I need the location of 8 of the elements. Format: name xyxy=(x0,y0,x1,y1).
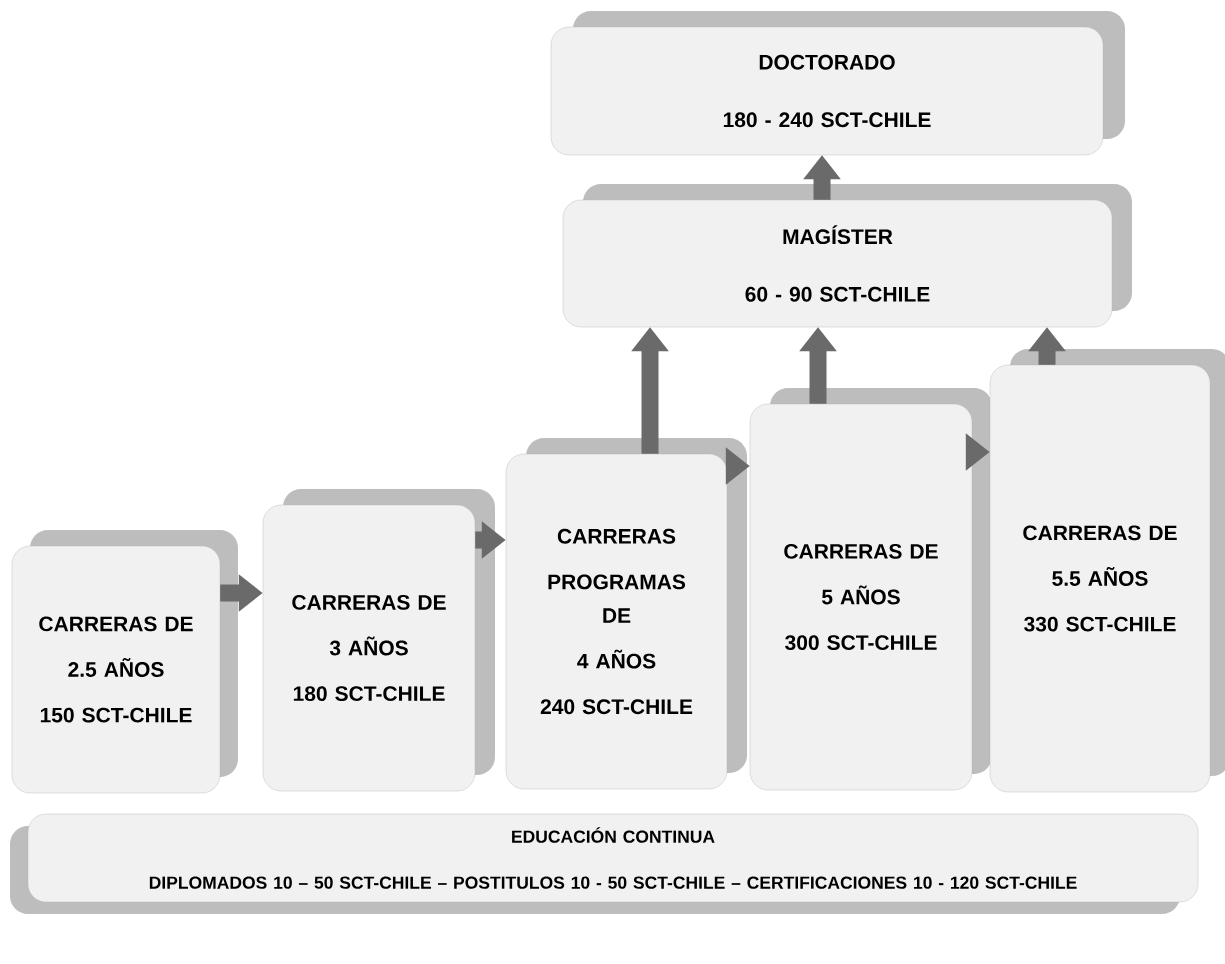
level-box: CARRERAS DE 2.5 AÑOS 150 SCT-CHILE xyxy=(11,545,221,794)
level-box: CARRERAS DE 5 AÑOS 300 SCT-CHILE xyxy=(749,403,973,791)
level-box: EDUCACIÓN CONTINUA DIPLOMADOS 10 – 50 SCT-CHILE – POSTITULOS 10 - 50 SCT-CHILE – CERTIFICACIONES 10 - 120 SCT-CHILE xyxy=(27,813,1199,903)
level-box: DOCTORADO 180 - 240 SCT-CHILE xyxy=(550,26,1104,156)
level-box: MAGÍSTER 60 - 90 SCT-CHILE xyxy=(562,199,1113,328)
level-box: CARRERAS DE 3 AÑOS 180 SCT-CHILE xyxy=(262,504,476,792)
level-box: CARRERAS DE 5.5 AÑOS 330 SCT-CHILE xyxy=(989,364,1211,793)
level-box: CARRERAS PROGRAMAS DE 4 AÑOS 240 SCT-CHILE xyxy=(505,453,728,790)
